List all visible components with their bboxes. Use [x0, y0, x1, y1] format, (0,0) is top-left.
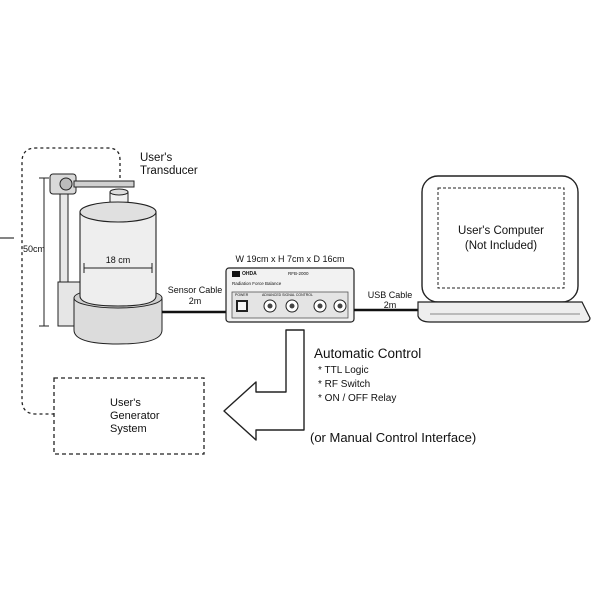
usb-cable-length: 2m	[383, 300, 397, 310]
generator-link-dashed	[21, 147, 121, 415]
transducer-assembly	[39, 173, 163, 345]
control-arrow	[223, 329, 305, 441]
laptop	[417, 175, 591, 323]
generator-label-line3: System	[110, 423, 147, 435]
control-item-relay: * ON / OFF Relay	[318, 393, 397, 404]
generator-label-line2: Generator	[110, 410, 160, 422]
control-title: Automatic Control	[314, 346, 422, 361]
height-dimension-label: 50cm	[23, 244, 46, 254]
device-panel-label: ADVANCED SIGNAL CONTROL	[262, 293, 313, 297]
generator-label-line1: User's	[110, 397, 141, 409]
rfb-device	[225, 267, 355, 323]
transducer-label-line2: Transducer	[140, 165, 198, 177]
device-model: RFB-2000	[288, 271, 309, 276]
computer-label-line1: User's Computer	[458, 225, 544, 237]
manual-control-note: (or Manual Control Interface)	[310, 430, 477, 445]
generator-box	[53, 377, 205, 455]
transducer-label-line1: User's	[140, 152, 173, 164]
device-dimensions: W 19cm x H 7cm x D 16cm	[235, 254, 345, 264]
sensor-cable-label: Sensor Cable	[167, 285, 223, 295]
device-brand: OHDA	[242, 271, 257, 277]
usb-cable-label: USB Cable	[367, 290, 413, 300]
device-subtitle: Radiation Force Balance	[232, 281, 282, 286]
width-dimension-label: 18 cm	[105, 255, 131, 265]
sensor-cable-length: 2m	[188, 296, 202, 306]
device-power-label: POWER	[235, 293, 249, 297]
computer-label-line2: (Not Included)	[464, 240, 538, 252]
control-item-ttl: * TTL Logic	[318, 365, 369, 376]
control-item-rf: * RF Switch	[318, 379, 371, 390]
